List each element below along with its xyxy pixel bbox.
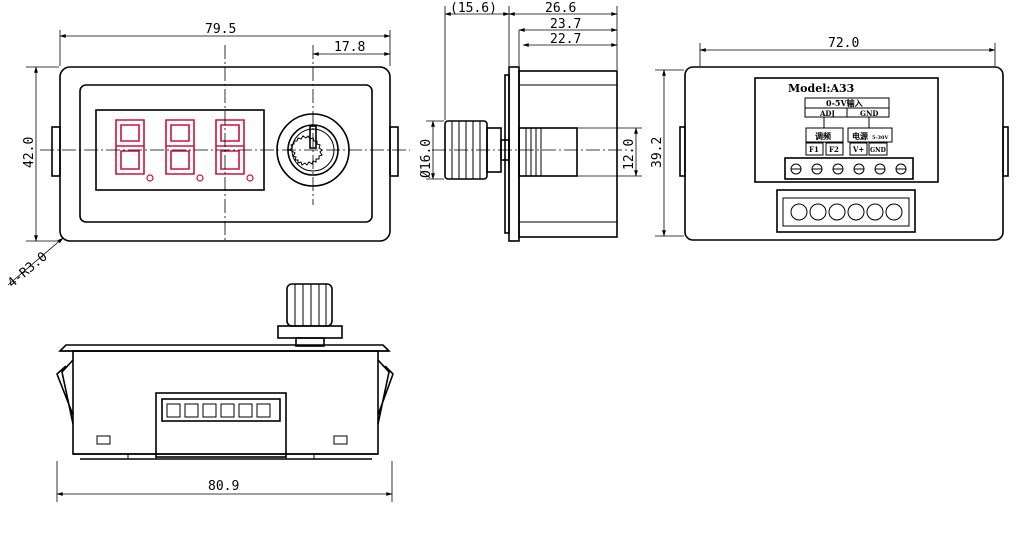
label-right-sub: 5-30V xyxy=(872,135,889,141)
dim-side-body2: 22.7 xyxy=(550,32,581,47)
dim-side-knob: (15.6) xyxy=(450,1,497,16)
dim-back-width: 72.0 xyxy=(828,36,859,51)
side-view: (15.6) 26.6 23.7 22.7 Ø16.0 12.0 xyxy=(419,1,642,242)
dim-back-height: 39.2 xyxy=(650,137,665,168)
label-model: Model:A33 xyxy=(788,82,854,95)
knob-bottom xyxy=(286,283,333,327)
label-left-box: 调频 xyxy=(815,131,831,141)
dim-side-body1: 23.7 xyxy=(550,17,581,32)
label-adj: ADJ xyxy=(819,109,836,118)
dim-corner-radius: 4-R3.0 xyxy=(5,249,51,291)
bottom-view: 80.9 xyxy=(56,283,394,502)
pin-f1: F1 xyxy=(809,145,819,154)
dim-knob-diameter: Ø16.0 xyxy=(419,139,434,178)
back-view: Model:A33 0-5V输入 ADJ GND 调频 电源 5-30V F1 … xyxy=(650,36,1009,241)
dim-knob-offset: 17.8 xyxy=(334,40,365,55)
dim-shaft-diameter: 12.0 xyxy=(622,139,637,170)
pin-gnd: GND xyxy=(870,147,886,154)
pin-vplus: V+ xyxy=(852,145,864,154)
seven-segment-digits xyxy=(115,119,254,182)
label-right-box: 电源 xyxy=(852,131,868,141)
label-input: 0-5V输入 xyxy=(826,98,863,108)
label-gnd: GND xyxy=(860,109,878,118)
connector-block xyxy=(776,189,916,233)
dim-side-total: 26.6 xyxy=(545,1,576,16)
product-label xyxy=(754,77,939,183)
terminal-screws xyxy=(790,163,907,175)
pin-f2: F2 xyxy=(829,145,839,154)
dim-front-height: 42.0 xyxy=(22,137,37,168)
dim-bottom-width: 80.9 xyxy=(208,479,239,494)
dim-front-width: 79.5 xyxy=(205,22,236,37)
front-view: 79.5 17.8 42.0 4-R3.0 xyxy=(5,22,410,291)
